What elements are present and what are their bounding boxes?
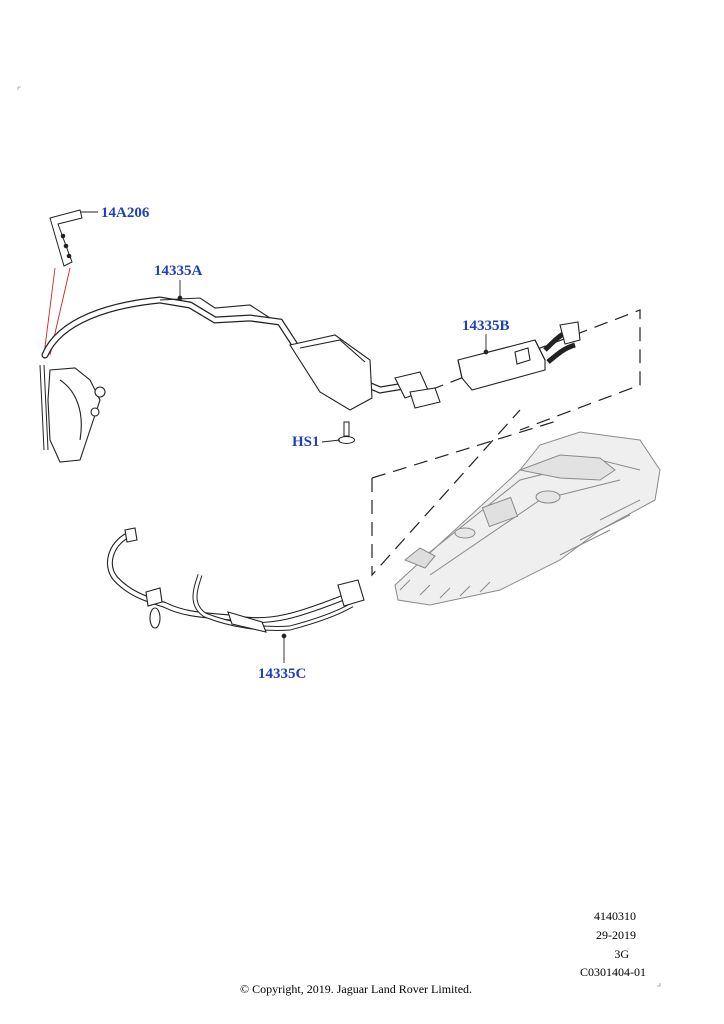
callout-14335a[interactable]: 14335A xyxy=(154,263,203,279)
illustration-number: 4140310 xyxy=(594,909,636,923)
callout-14a206[interactable]: 14A206 xyxy=(101,205,150,221)
harness-14335c-art xyxy=(106,527,365,639)
harness-14335a-art xyxy=(39,295,441,463)
illustration-date: 29-2019 xyxy=(596,928,636,942)
corner-mark-bottom-right xyxy=(657,983,661,987)
bracket-14a206-art xyxy=(49,209,83,267)
phantom-outline-lower xyxy=(371,409,561,577)
screw-hs1-art xyxy=(338,421,355,444)
plate-code: C0301404-01 xyxy=(580,965,646,979)
copyright-notice: © Copyright, 2019. Jaguar Land Rover Lim… xyxy=(239,982,473,996)
callout-14335b[interactable]: 14335B xyxy=(462,318,510,334)
callout-14335c[interactable]: 14335C xyxy=(258,666,307,682)
leader-lines xyxy=(80,211,487,663)
callout-hs1[interactable]: HS1 xyxy=(292,434,320,450)
model-code: 3G xyxy=(614,947,629,961)
harness-14335b-art xyxy=(457,321,581,391)
floor-structure-phantom xyxy=(394,431,661,606)
corner-mark-top-left xyxy=(17,86,21,90)
